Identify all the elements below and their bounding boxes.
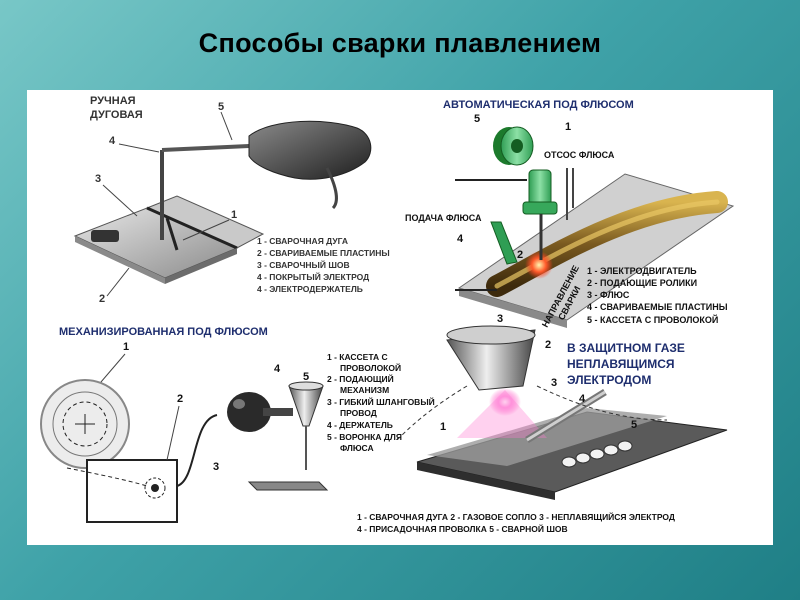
electric-motor (528, 169, 552, 207)
mech-base-plate (247, 481, 329, 491)
mech-legend-2: 2 - ПОДАЮЩИЙ (327, 373, 394, 384)
feed-rollers (522, 201, 558, 215)
mech-legend-5: 5 - ВОРОНКА ДЛЯ (327, 432, 402, 442)
gas-heading-line2: НЕПЛАВЯЩИМСЯ (567, 357, 675, 371)
gas-weld-bead (561, 440, 633, 468)
manual-legend-4: 4 - ПОКРЫТЫЙ ЭЛЕКТРОД (257, 271, 369, 282)
mech-legend-2b: МЕХАНИЗМ (340, 385, 389, 395)
manual-heading-line2: ДУГОВАЯ (90, 109, 143, 121)
mech-legend-1: 1 - КАССЕТА С (327, 352, 388, 362)
mech-callout-3: 3 (213, 461, 219, 473)
gas-legend-1: 1 - СВАРОЧНАЯ ДУГА 2 - ГАЗОВОЕ СОПЛО 3 -… (357, 511, 675, 522)
auto-legend-5: 5 - КАССЕТА С ПРОВОЛОКОЙ (587, 314, 718, 325)
ground-clamp (91, 230, 119, 242)
manual-callout-3: 3 (95, 173, 101, 185)
mechanized-flux-section: МЕХАНИЗИРОВАННАЯ ПОД ФЛЮСОМ 1 2 3 4 5 1 (40, 326, 435, 523)
mech-callout-1: 1 (123, 341, 129, 353)
gas-heading-line1: В ЗАЩИТНОМ ГАЗЕ (567, 341, 685, 355)
mech-callout-2: 2 (177, 393, 183, 405)
gas-callout-5: 5 (631, 419, 637, 431)
manual-arc-section: РУЧНАЯ ДУГОВАЯ 5 4 3 1 2 1 - СВАРОЧНАЯ Д… (73, 95, 390, 305)
flux-suction-label: ОТСОС ФЛЮСА (544, 150, 615, 160)
mech-legend-1b: ПРОВОЛОКОЙ (340, 362, 401, 373)
mech-callout-4: 4 (274, 363, 281, 375)
welder-hand-glove (248, 120, 372, 180)
manual-callout-2: 2 (99, 293, 105, 305)
manual-legend-3: 3 - СВАРОЧНЫЙ ШОВ (257, 259, 350, 270)
auto-callout-1: 1 (565, 121, 571, 133)
auto-callout-5: 5 (474, 113, 480, 125)
mechanized-heading: МЕХАНИЗИРОВАННАЯ ПОД ФЛЮСОМ (59, 326, 268, 338)
auto-callout-4: 4 (457, 233, 464, 245)
manual-legend-5: 4 - ЭЛЕКТРОДЕРЖАТЕЛЬ (257, 284, 363, 294)
auto-legend-3: 3 - ФЛЮС (587, 290, 630, 300)
automatic-heading: АВТОМАТИЧЕСКАЯ ПОД ФЛЮСОМ (443, 99, 634, 111)
auto-legend-2: 2 - ПОДАЮЩИЕ РОЛИКИ (587, 278, 697, 288)
gas-shielded-section: В ЗАЩИТНОМ ГАЗЕ НЕПЛАВЯЩИМСЯ ЭЛЕКТРОДОМ … (357, 325, 728, 534)
diagram-panel: РУЧНАЯ ДУГОВАЯ 5 4 3 1 2 1 - СВАРОЧНАЯ Д… (27, 90, 773, 545)
mech-flux-funnel (288, 385, 324, 427)
auto-callout-2: 2 (517, 249, 523, 261)
manual-callout-5: 5 (218, 101, 224, 113)
holder-cable (325, 167, 338, 210)
flux-feed-label: ПОДАЧА ФЛЮСА (405, 213, 482, 223)
automatic-flux-section: АВТОМАТИЧЕСКАЯ ПОД ФЛЮСОМ ОТСОС ФЛЮСА ПО… (405, 99, 735, 329)
mech-flexible-hose (176, 414, 218, 487)
mech-feed-box (86, 459, 178, 523)
gas-callout-3: 3 (551, 377, 557, 389)
flux-feed-hopper (490, 221, 518, 265)
manual-legend-2: 2 - СВАРИВАЕМЫЕ ПЛАСТИНЫ (257, 248, 390, 258)
gas-welding-arc (489, 388, 521, 416)
auto-legend-1: 1 - ЭЛЕКТРОДВИГАТЕЛЬ (587, 266, 697, 276)
welding-diagram: РУЧНАЯ ДУГОВАЯ 5 4 3 1 2 1 - СВАРОЧНАЯ Д… (40, 95, 735, 534)
mech-legend-5b: ФЛЮСА (340, 443, 374, 453)
mech-callout-5: 5 (303, 371, 309, 383)
gas-callout-4: 4 (579, 393, 586, 405)
gas-legend-2: 4 - ПРИСАДОЧНАЯ ПРОВОЛКА 5 - СВАРНОЙ ШОВ (357, 523, 568, 534)
manual-callout-1: 1 (231, 209, 237, 221)
mech-legend-3b: ПРОВОД (340, 408, 377, 418)
manual-heading-line1: РУЧНАЯ (90, 95, 136, 107)
manual-callout-4: 4 (109, 135, 116, 147)
auto-callout-3: 3 (497, 313, 503, 325)
manual-plate-edge (165, 248, 237, 284)
auto-hot-zone (525, 251, 553, 279)
mech-legend-3: 3 - ГИБКИЙ ШЛАНГОВЫЙ (327, 396, 435, 407)
mech-legend-4: 4 - ДЕРЖАТЕЛЬ (327, 420, 393, 430)
auto-legend-4: 4 - СВАРИВАЕМЫЕ ПЛАСТИНЫ (587, 302, 728, 312)
gas-callout-1: 1 (440, 421, 446, 433)
gas-heading-line3: ЭЛЕКТРОДОМ (567, 373, 651, 387)
gas-callout-2: 2 (545, 339, 551, 351)
mech-feed-rollers (144, 477, 166, 499)
manual-legend-1: 1 - СВАРОЧНАЯ ДУГА (257, 236, 348, 246)
wire-cassette-coil (493, 126, 534, 166)
page-title: Способы сварки плавлением (198, 28, 602, 58)
coated-electrode (165, 217, 179, 251)
